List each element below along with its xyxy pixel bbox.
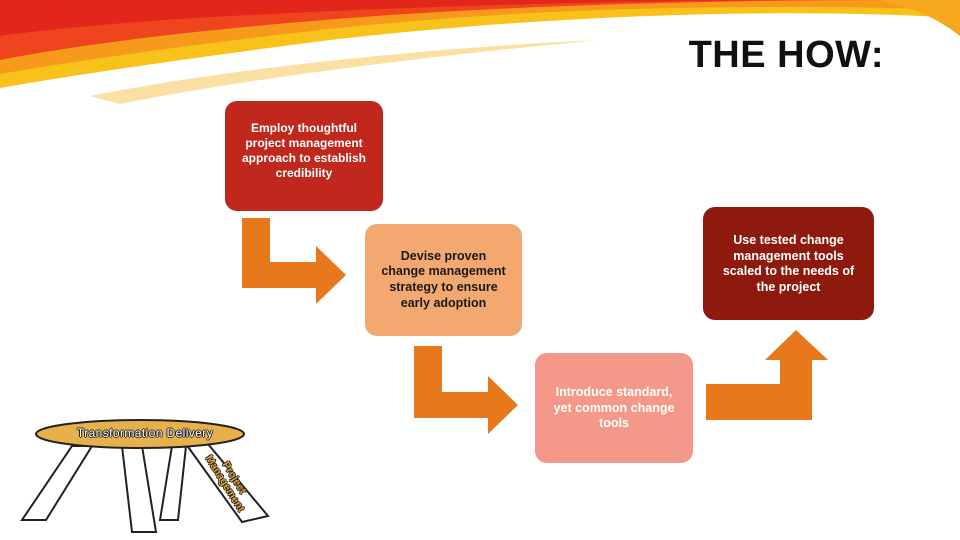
step-box-bg-2 [365,224,522,336]
step-box-backgrounds [225,101,874,463]
bent-arrow-icon [706,330,828,420]
step-box-bg-4 [703,207,874,320]
step-text-4: Use tested change management tools scale… [722,233,855,294]
table-leg-left [20,445,94,521]
table-icon [20,419,270,533]
flame-streak-light [90,40,600,104]
step-box-change-strategy: Devise proven change management strategy… [365,224,522,336]
bent-arrow-icon [242,218,346,304]
step-box-change-tools: Introduce standard, yet common change to… [535,353,693,463]
table-leg-center [120,445,158,533]
bent-arrow-icon [414,346,518,434]
table-top [35,419,245,449]
step-box-project-management: Employ thoughtful project management app… [225,101,383,211]
table-top-label: Transformation Delivery [76,426,214,440]
step-text-1: Employ thoughtful project management app… [241,121,367,180]
flame-band-deep-red [0,0,760,36]
slide-title: THE HOW: [688,34,884,76]
step-text-2: Devise proven change management strategy… [381,248,506,310]
table-leg-back [158,445,188,521]
step-box-tested-tools: Use tested change management tools scale… [703,207,874,320]
step-box-bg-3 [535,353,693,463]
step-text-3: Introduce standard, yet common change to… [553,385,675,431]
flame-corner-right [880,0,960,36]
step-box-bg-1 [225,101,383,211]
step-arrows [242,218,828,434]
flame-swoosh-decoration [0,0,960,104]
